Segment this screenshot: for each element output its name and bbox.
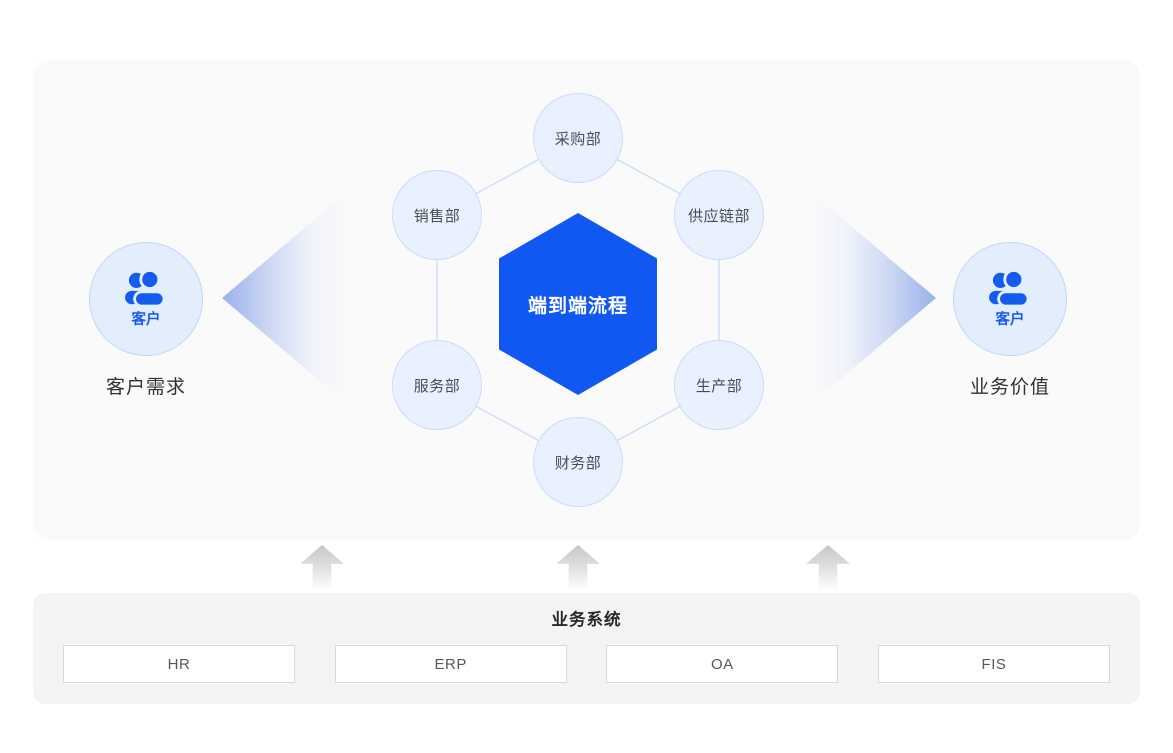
node-finance: 财务部 [533, 417, 623, 507]
customer-circle: 客户 [953, 242, 1067, 356]
business-systems-title: 业务系统 [551, 611, 622, 629]
users-icon [989, 269, 1030, 307]
center-process-label: 端到端流程 [527, 295, 628, 317]
node-finance-label: 财务部 [554, 454, 602, 472]
node-production: 生产部 [674, 340, 764, 430]
customer-needs-caption: 客户需求 [105, 377, 186, 398]
business-systems-row: HR ERP OA FIS [63, 645, 1110, 683]
system-box-oa: OA [606, 645, 839, 683]
business-value-actor: 客户 业务价值 [930, 242, 1090, 399]
users-icon [125, 269, 166, 307]
up-arrow-icon [806, 545, 850, 590]
business-value-caption: 业务价值 [969, 377, 1050, 398]
customer-badge: 客户 [131, 312, 161, 328]
system-box-erp: ERP [334, 645, 567, 683]
system-box-hr: HR [63, 645, 295, 683]
up-arrow-icon [556, 545, 600, 590]
node-sales-label: 销售部 [413, 207, 461, 225]
customer-badge: 客户 [995, 312, 1025, 328]
customer-needs-actor: 客户 客户需求 [66, 242, 226, 399]
process-diagram-card: 采购部 销售部 供应链部 服务部 生产部 财务部 端到端流程 [33, 60, 1140, 540]
node-service-label: 服务部 [413, 377, 461, 395]
node-supply-chain: 供应链部 [674, 170, 764, 260]
node-production-label: 生产部 [695, 377, 743, 395]
system-box-fis: FIS [877, 645, 1110, 683]
up-arrow-icon [300, 545, 344, 590]
node-sales: 销售部 [392, 170, 482, 260]
customer-circle: 客户 [89, 242, 203, 356]
business-systems-bar: 业务系统 HR ERP OA FIS [33, 593, 1140, 704]
node-procurement: 采购部 [533, 93, 623, 183]
node-service: 服务部 [392, 340, 482, 430]
node-procurement-label: 采购部 [554, 130, 602, 148]
node-supply-chain-label: 供应链部 [687, 207, 750, 225]
